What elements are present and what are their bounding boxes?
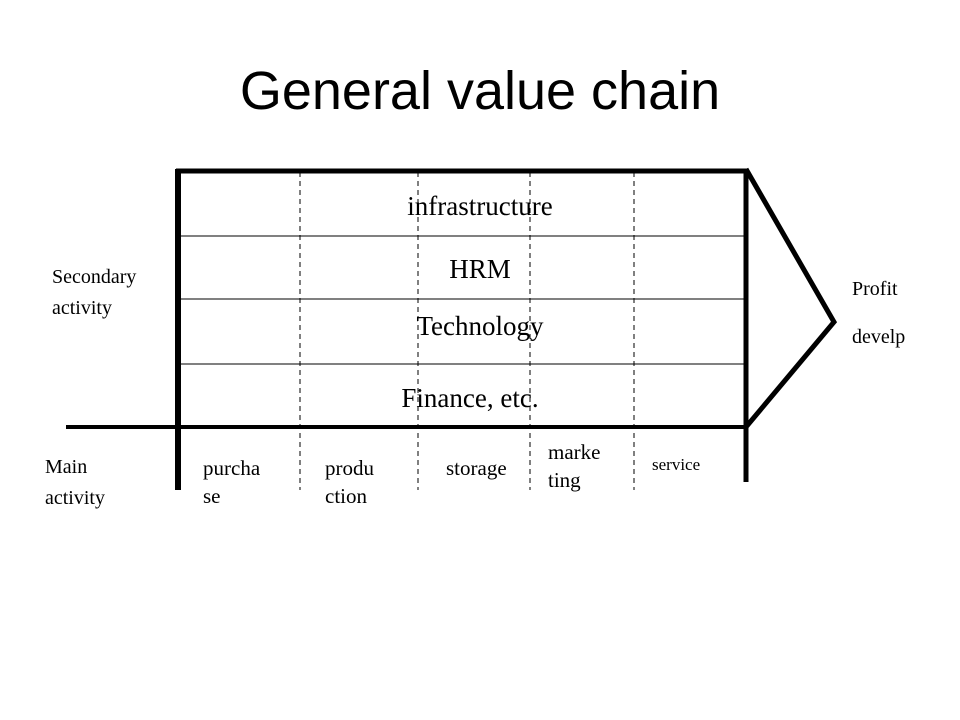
develp-label: develp <box>852 326 906 348</box>
support-activity-technology: Technology <box>416 311 544 341</box>
primary-activity-storage: storage <box>446 456 507 480</box>
page-title: General value chain <box>239 61 721 121</box>
support-activity-finance: Finance, etc. <box>401 383 539 413</box>
primary-activity-marketing: marketing <box>548 440 601 492</box>
primary-activity-production: production <box>325 456 374 508</box>
main-activity-label: Main activity <box>45 456 105 509</box>
primary-activity-service: service <box>652 455 701 474</box>
profit-label: Profit <box>852 278 898 300</box>
support-activity-hrm: HRM <box>449 254 511 284</box>
support-activity-infrastructure: infrastructure <box>407 191 553 221</box>
margin-arrow <box>743 167 838 429</box>
primary-activity-purchase: purchase <box>203 456 261 508</box>
secondary-activity-label: Secondary activity <box>52 266 137 319</box>
